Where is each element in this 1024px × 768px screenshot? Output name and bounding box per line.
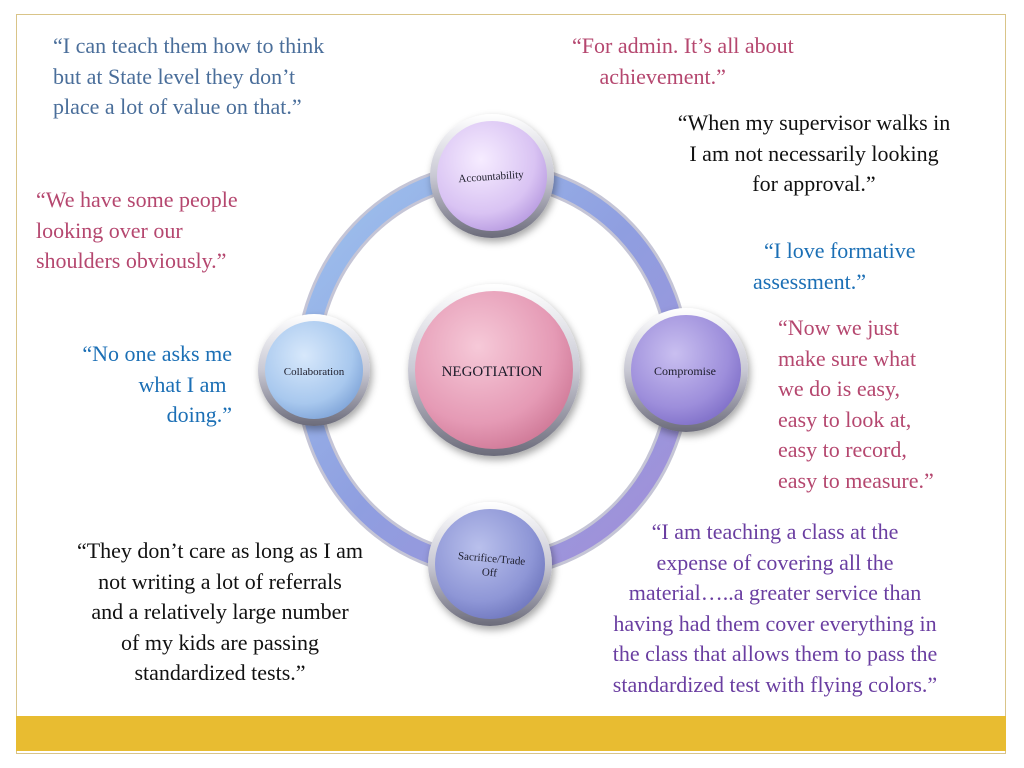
- quote-supervisor-walks-in: “When my supervisor walks in I am not ne…: [677, 110, 951, 196]
- quote-admin-achievement: “For admin. It’s all about achievement.”: [572, 33, 794, 89]
- node-sacrifice-label-line1: Sacrifice/Trade: [458, 550, 526, 568]
- node-collaboration: [258, 314, 370, 426]
- quote-people-looking-over: “We have some people looking over our sh…: [36, 187, 238, 273]
- quote-formative-assessment: “I love formative assessment.”: [753, 238, 916, 294]
- node-accountability-label: Accountability: [458, 169, 525, 186]
- node-compromise: [624, 308, 748, 432]
- node-compromise-label: Compromise: [654, 364, 716, 378]
- center-node-label: NEGOTIATION: [442, 364, 543, 380]
- quote-make-sure-easy: “Now we just make sure what we do is eas…: [778, 315, 934, 493]
- footer-accent-bar: [16, 716, 1006, 751]
- quote-dont-care-referrals: “They don’t care as long as I am not wri…: [76, 538, 364, 685]
- center-node-negotiation: [408, 284, 580, 456]
- node-sacrifice-trade-off: [428, 502, 552, 626]
- node-accountability: [430, 114, 554, 238]
- node-collaboration-label: Collaboration: [284, 366, 345, 378]
- quote-teaching-a-class: “I am teaching a class at the expense of…: [612, 519, 938, 697]
- quote-no-one-asks: “No one asks me what I am doing.”: [82, 341, 232, 427]
- quote-teach-how-to-think: “I can teach them how to think but at St…: [53, 33, 325, 119]
- node-sacrifice-label-line2: Off: [481, 566, 497, 579]
